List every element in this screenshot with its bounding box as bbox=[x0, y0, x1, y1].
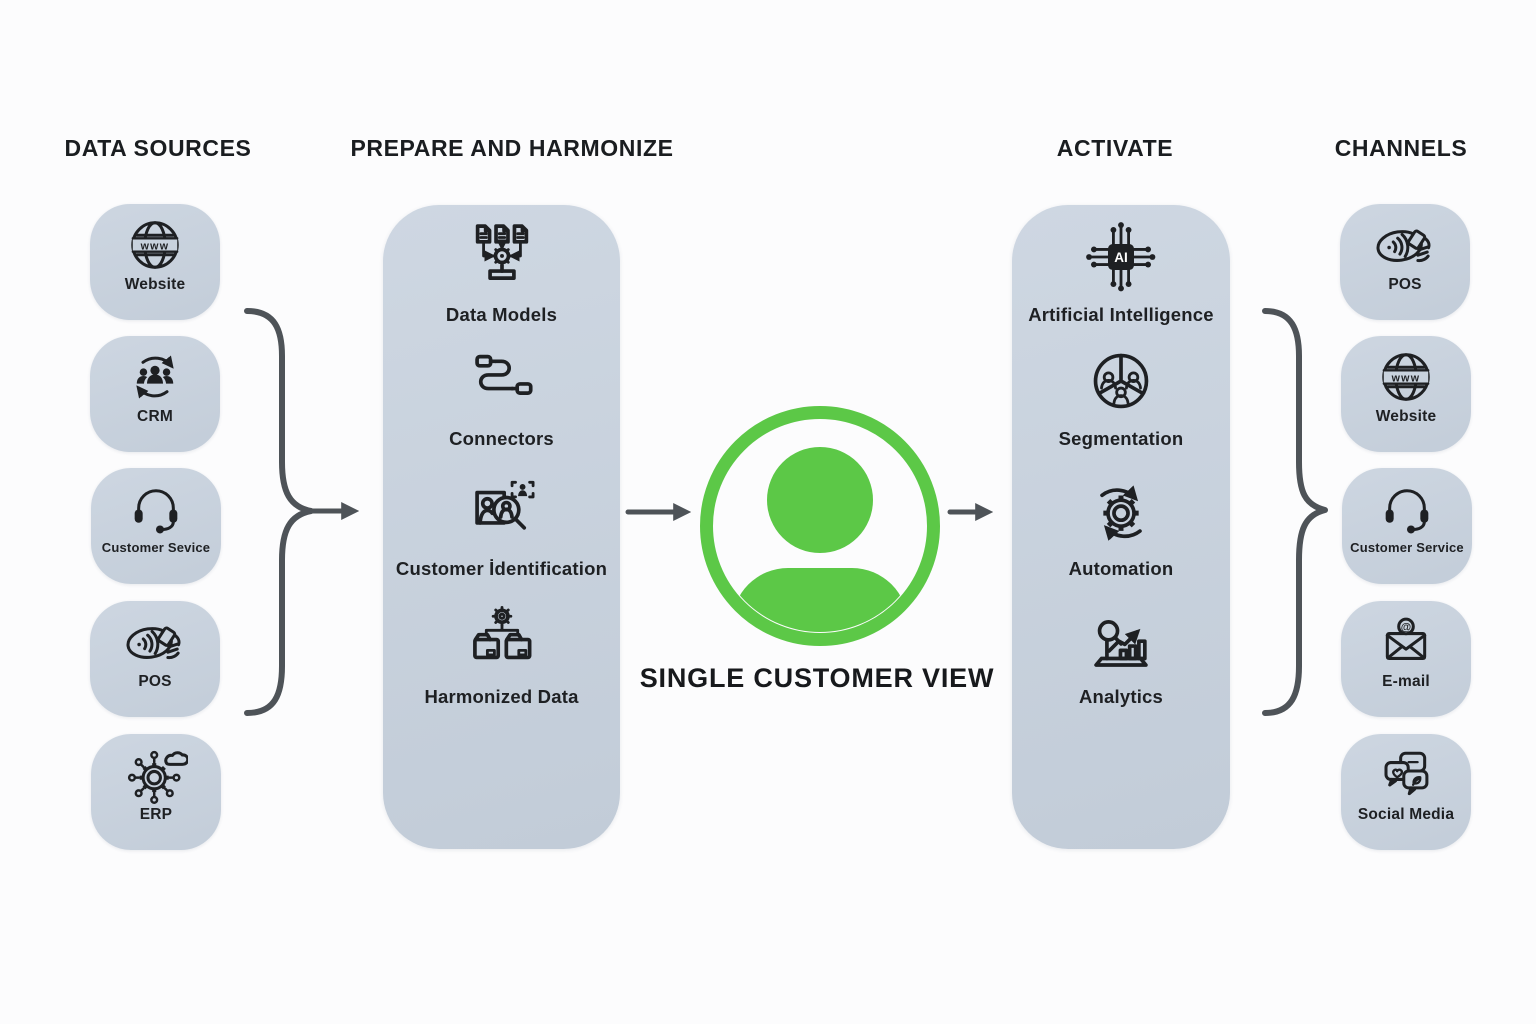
contactless-payment-icon bbox=[123, 609, 187, 675]
tile-label: Customer Service bbox=[1350, 540, 1464, 555]
channel-tile-email: @ E-mail bbox=[1341, 601, 1471, 717]
svg-text:www: www bbox=[140, 240, 170, 252]
channel-tile-website: www Website bbox=[1341, 336, 1471, 452]
activate-item-analytics: Analytics bbox=[1012, 600, 1230, 708]
prepare-item-label: Harmonized Data bbox=[424, 686, 579, 707]
automation-icon bbox=[1082, 472, 1160, 550]
svg-text:@: @ bbox=[1401, 621, 1411, 633]
headset-icon bbox=[1375, 476, 1439, 542]
ai-chip-icon: AI bbox=[1082, 218, 1160, 296]
globe-www-icon: www bbox=[123, 212, 187, 278]
social-media-chat-icon bbox=[1374, 742, 1438, 808]
tile-label: ERP bbox=[139, 806, 173, 823]
data-source-tile-customer-service: Customer Sevice bbox=[91, 468, 221, 584]
globe-www-icon: www bbox=[1374, 344, 1438, 410]
prepare-item-label: Customer İdentification bbox=[395, 558, 608, 579]
prepare-item-customer-identification: Customer İdentification bbox=[383, 472, 620, 580]
tile-label: POS bbox=[138, 673, 172, 690]
customer-profile-icon bbox=[700, 406, 940, 646]
header-data-sources: DATA SOURCES bbox=[64, 135, 252, 161]
header-activate: ACTIVATE bbox=[1056, 135, 1174, 161]
data-source-tile-erp: ERP bbox=[91, 734, 221, 850]
tile-label: Customer Sevice bbox=[101, 540, 211, 555]
prepare-item-data-models: Data Models bbox=[383, 218, 620, 326]
tile-label: Website bbox=[124, 276, 186, 293]
activate-item-label: Analytics bbox=[1078, 686, 1164, 707]
channel-tile-social-media: Social Media bbox=[1341, 734, 1471, 850]
erp-network-icon bbox=[124, 742, 188, 808]
harmonized-data-icon bbox=[463, 600, 541, 678]
crm-sync-icon bbox=[123, 344, 187, 410]
prepare-item-label: Data Models bbox=[445, 304, 558, 325]
channel-tile-pos: POS bbox=[1340, 204, 1470, 320]
tile-label: E-mail bbox=[1382, 673, 1430, 690]
svg-text:AI: AI bbox=[1114, 250, 1128, 265]
data-models-icon bbox=[463, 218, 541, 296]
headset-icon bbox=[124, 476, 188, 542]
analytics-icon bbox=[1082, 600, 1160, 678]
tile-label: Website bbox=[1375, 408, 1437, 425]
activate-item-label: Segmentation bbox=[1058, 428, 1184, 449]
data-source-tile-crm: CRM bbox=[90, 336, 220, 452]
activate-item-artificial-intelligence: AI Artificial Intelligence bbox=[1012, 218, 1230, 326]
tile-label: Social Media bbox=[1357, 806, 1455, 823]
data-source-tile-website: www Website bbox=[90, 204, 220, 320]
single-customer-view-label: SINGLE CUSTOMER VIEW bbox=[639, 663, 995, 693]
right-brace bbox=[1262, 308, 1328, 716]
segmentation-icon bbox=[1082, 342, 1160, 420]
cable-connectors-icon bbox=[463, 342, 541, 420]
left-brace bbox=[244, 308, 314, 716]
email-at-icon: @ bbox=[1374, 609, 1438, 675]
channel-tile-customer-service: Customer Service bbox=[1342, 468, 1472, 584]
header-prepare-and-harmonize: PREPARE AND HARMONIZE bbox=[350, 135, 674, 161]
prepare-item-harmonized-data: Harmonized Data bbox=[383, 600, 620, 708]
tile-label: CRM bbox=[137, 408, 173, 425]
header-channels: CHANNELS bbox=[1334, 135, 1468, 161]
prepare-item-connectors: Connectors bbox=[383, 342, 620, 450]
activate-item-label: Artificial Intelligence bbox=[1028, 304, 1214, 325]
prepare-and-harmonize-panel bbox=[383, 205, 620, 849]
activate-item-automation: Automation bbox=[1012, 472, 1230, 580]
activate-item-segmentation: Segmentation bbox=[1012, 342, 1230, 450]
customer-identification-icon bbox=[463, 472, 541, 550]
prepare-item-label: Connectors bbox=[449, 428, 554, 449]
svg-text:www: www bbox=[1391, 372, 1421, 384]
tile-label: POS bbox=[1388, 276, 1422, 293]
activate-item-label: Automation bbox=[1068, 558, 1174, 579]
contactless-payment-icon bbox=[1373, 212, 1437, 278]
data-source-tile-pos: POS bbox=[90, 601, 220, 717]
